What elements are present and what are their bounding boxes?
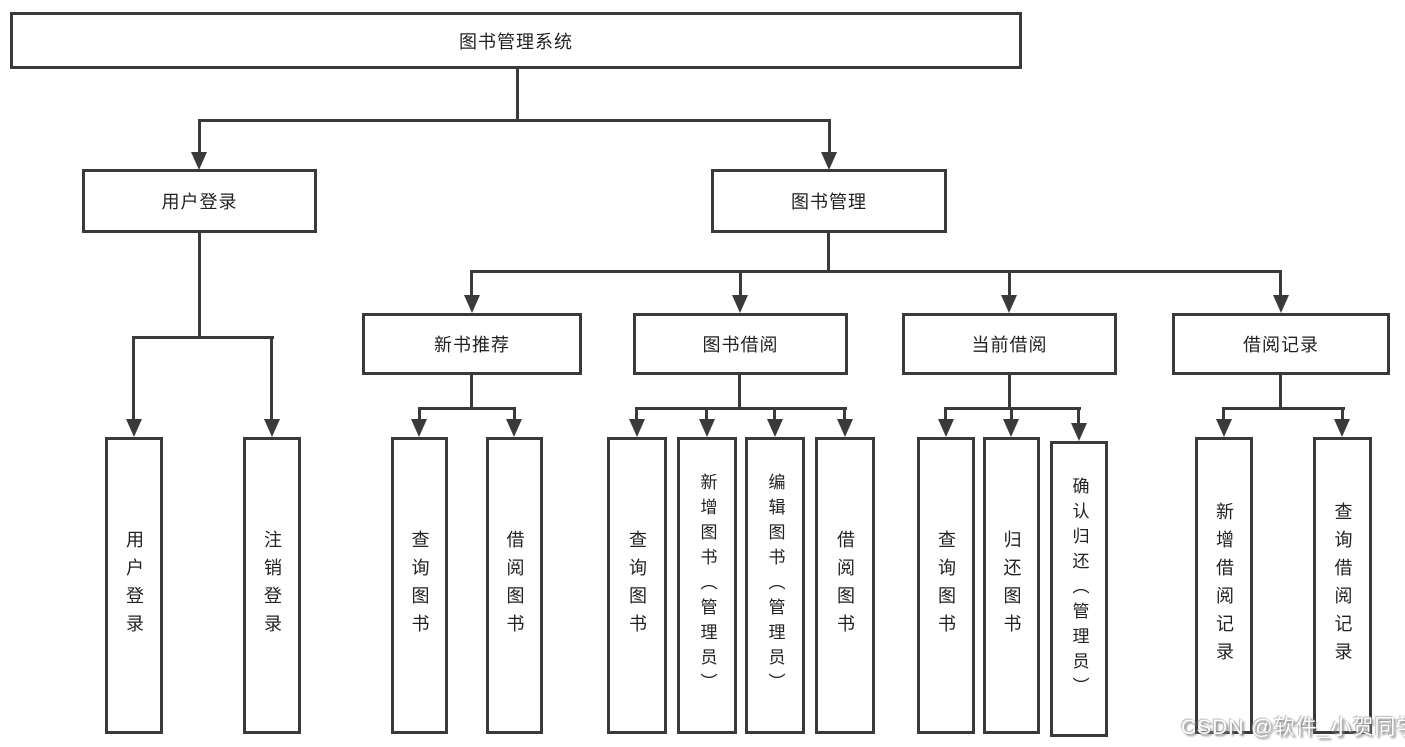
connector-line <box>1222 407 1345 410</box>
leaf-borrowing-edit-books-admin: 编辑图书（管理员） <box>745 437 805 734</box>
connector-line <box>828 119 831 152</box>
connector-line <box>635 407 847 410</box>
connector-line <box>705 407 708 419</box>
arrowhead <box>411 419 427 437</box>
connector-line <box>516 68 519 119</box>
connector-line <box>418 407 421 419</box>
connector-line <box>470 375 473 407</box>
connector-line <box>132 336 135 419</box>
arrowhead <box>1216 419 1232 437</box>
node-book-management: 图书管理 <box>711 169 947 233</box>
connector-line <box>773 407 776 419</box>
connector-line <box>827 233 830 270</box>
connector-line <box>470 270 473 295</box>
arrowhead <box>629 419 645 437</box>
arrowhead <box>837 419 853 437</box>
connector-line <box>1222 407 1225 419</box>
connector-line <box>1008 270 1011 295</box>
connector-line <box>1279 270 1282 295</box>
node-library-system-root: 图书管理系统 <box>10 12 1022 69</box>
leaf-borrowing-add-books-admin: 新增图书（管理员） <box>677 437 737 734</box>
arrowhead <box>938 419 954 437</box>
arrowhead <box>191 152 207 170</box>
node-current-borrowing: 当前借阅 <box>902 313 1117 375</box>
leaf-current-query-books: 查询图书 <box>917 437 975 734</box>
arrowhead <box>1001 295 1017 313</box>
leaf-borrowing-borrow-books: 借阅图书 <box>815 437 875 734</box>
connector-line <box>1279 375 1282 407</box>
arrowhead <box>1334 419 1350 437</box>
arrowhead <box>1003 419 1019 437</box>
leaf-records-query-record: 查询借阅记录 <box>1313 437 1372 734</box>
connector-line <box>470 270 1282 273</box>
arrowhead <box>264 419 280 437</box>
arrowhead <box>1273 295 1289 313</box>
leaf-recommend-query-books: 查询图书 <box>391 437 448 734</box>
node-user-login: 用户登录 <box>82 169 317 233</box>
connector-line <box>418 407 516 410</box>
leaf-borrowing-query-books: 查询图书 <box>607 437 667 734</box>
connector-line <box>843 407 846 419</box>
leaf-current-confirm-return-admin: 确认归还（管理员） <box>1050 441 1108 737</box>
connector-line <box>198 233 201 336</box>
connector-line <box>1077 407 1080 423</box>
connector-line <box>198 119 201 152</box>
connector-line <box>738 375 741 407</box>
connector-line <box>635 407 638 419</box>
connector-line <box>132 336 274 339</box>
connector-line <box>1341 407 1344 419</box>
leaf-records-add-record: 新增借阅记录 <box>1195 437 1253 734</box>
connector-line <box>270 336 273 419</box>
leaf-user-login: 用户登录 <box>105 437 163 734</box>
arrowhead <box>767 419 783 437</box>
connector-line <box>198 119 831 122</box>
arrowhead <box>464 295 480 313</box>
connector-line <box>1008 375 1011 407</box>
connector-line <box>1010 407 1013 419</box>
arrowhead <box>732 295 748 313</box>
connector-line <box>944 407 947 419</box>
arrowhead <box>821 152 837 170</box>
node-new-book-recommend: 新书推荐 <box>362 313 582 375</box>
node-borrow-records: 借阅记录 <box>1172 313 1390 375</box>
leaf-logout: 注销登录 <box>243 437 301 734</box>
arrowhead <box>1071 423 1087 441</box>
arrowhead <box>126 419 142 437</box>
leaf-current-return-books: 归还图书 <box>983 437 1040 734</box>
arrowhead <box>699 419 715 437</box>
csdn-watermark: CSDN @软件_小贺同学 <box>1181 716 1405 739</box>
connector-line <box>513 407 516 419</box>
node-book-borrowing: 图书借阅 <box>633 313 848 375</box>
connector-line <box>739 270 742 295</box>
arrowhead <box>506 419 522 437</box>
leaf-recommend-borrow-books: 借阅图书 <box>486 437 543 734</box>
